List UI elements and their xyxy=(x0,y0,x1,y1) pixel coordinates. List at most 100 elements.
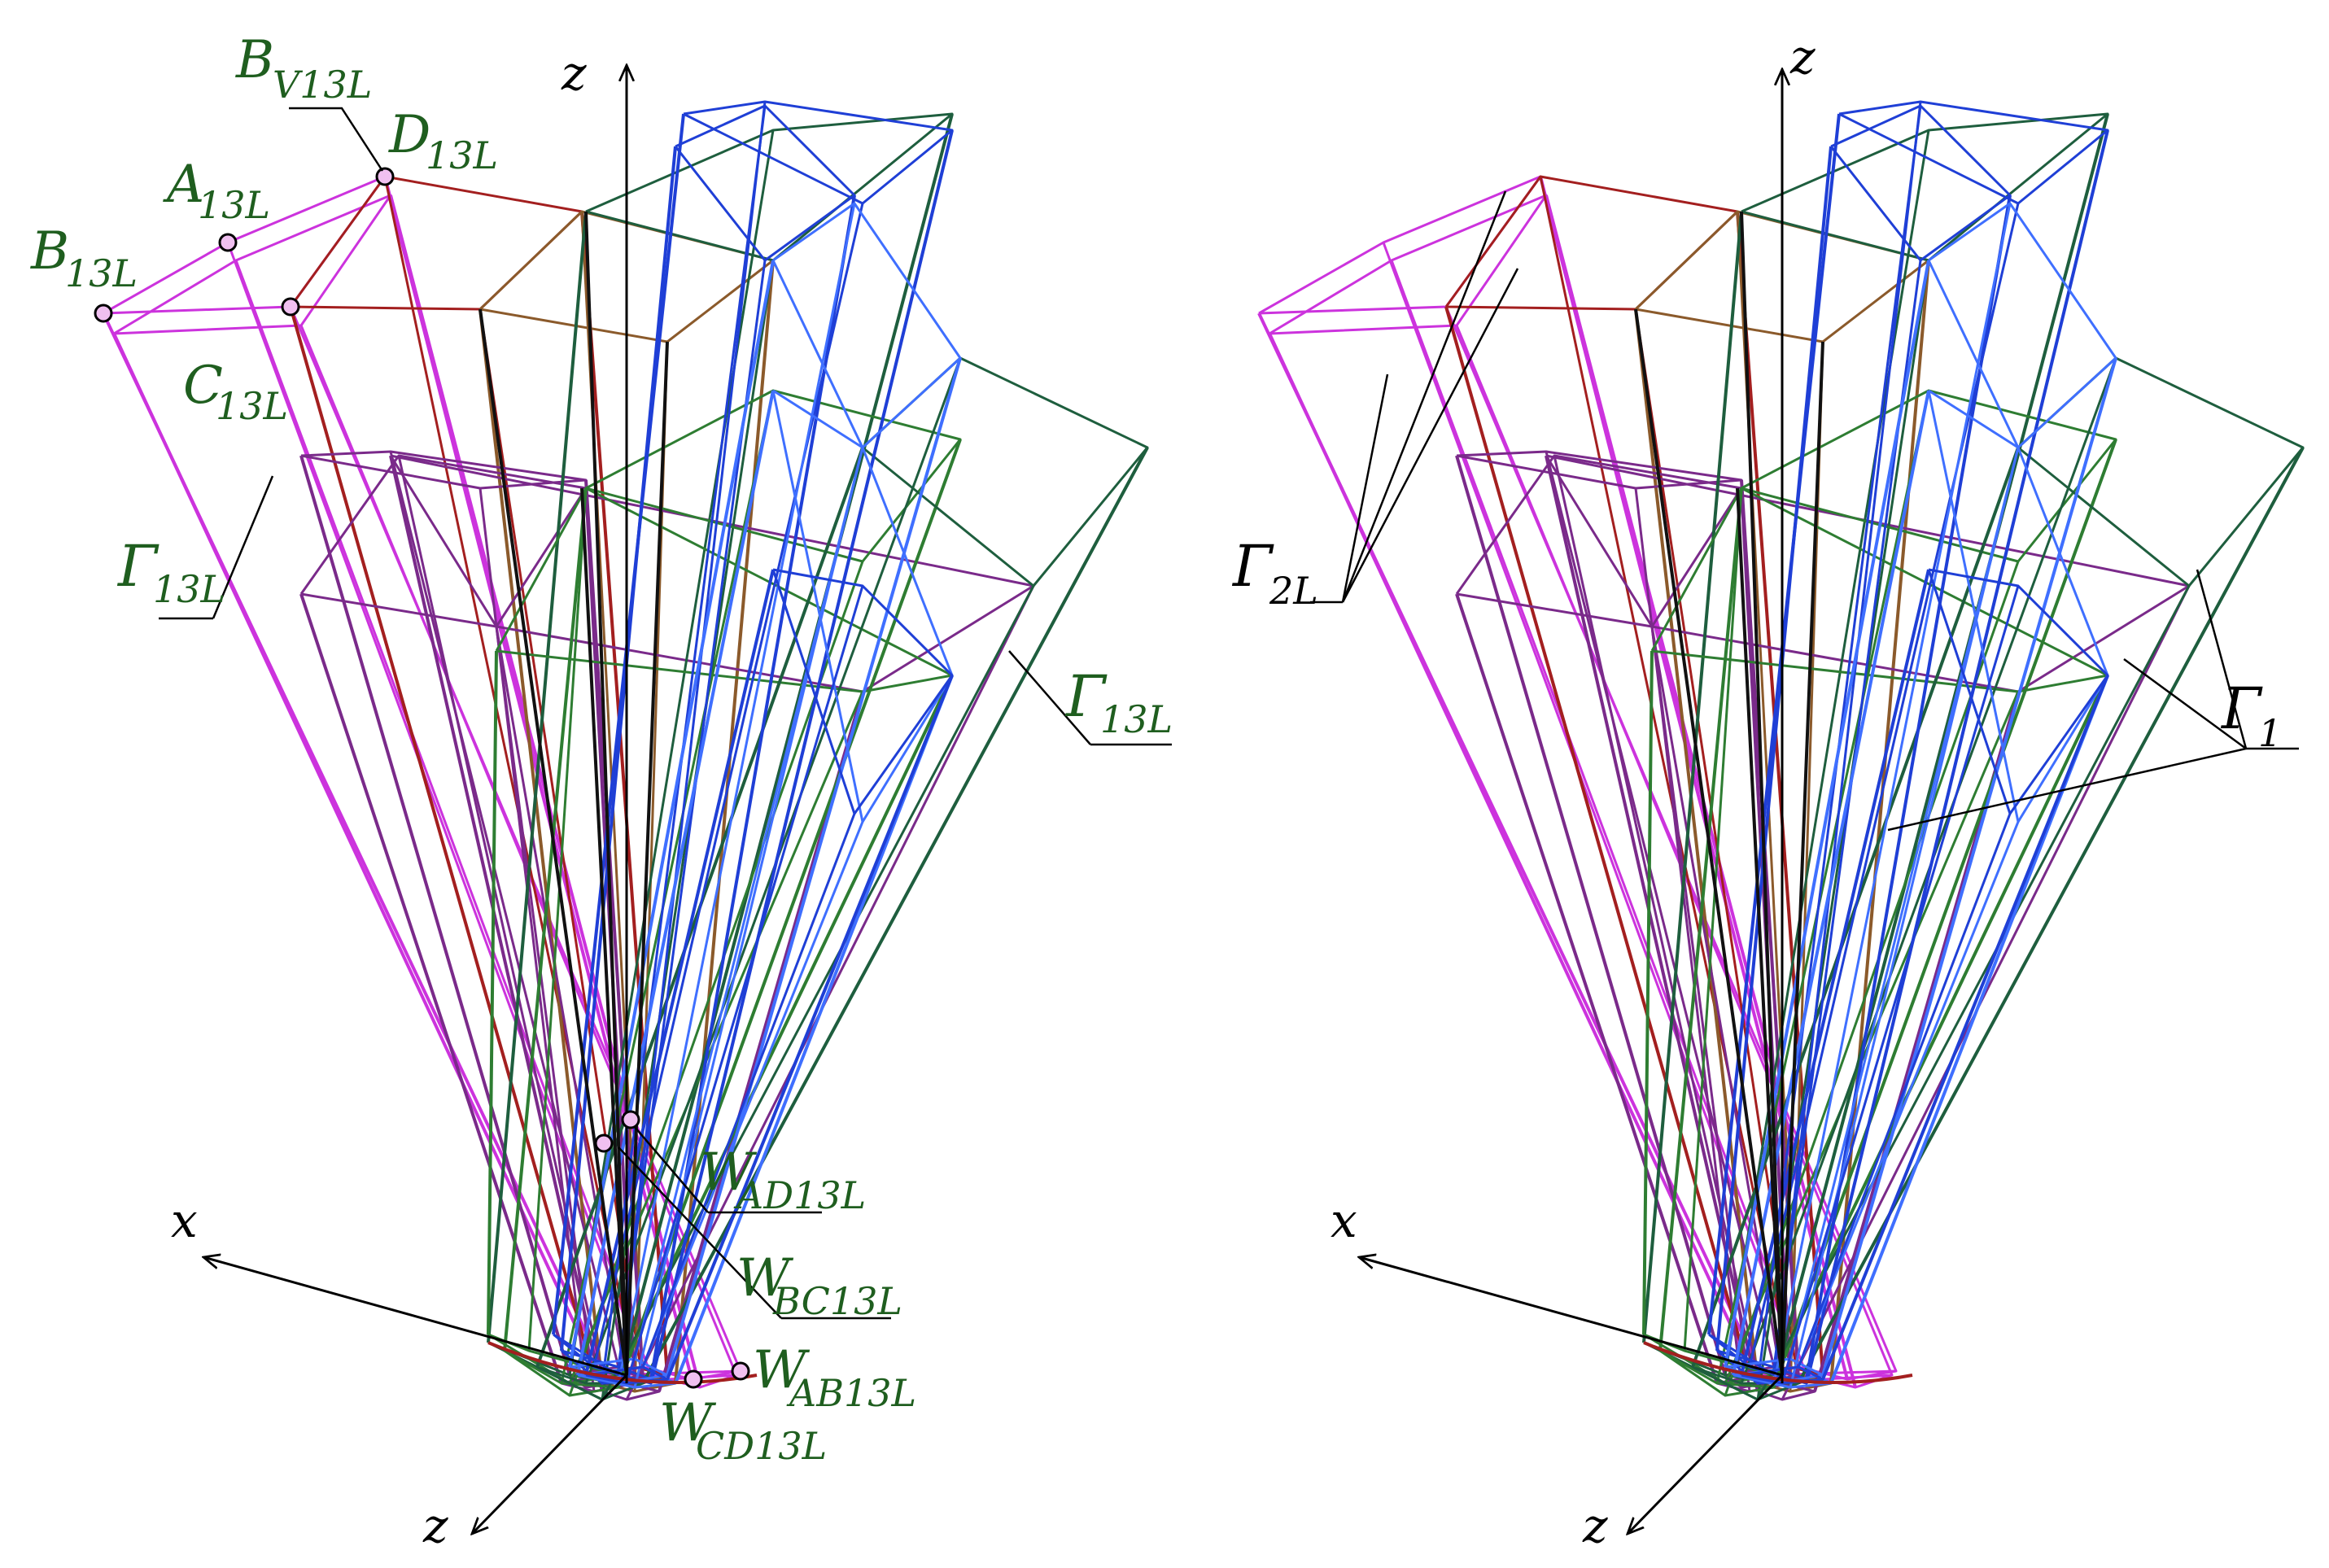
point-B xyxy=(94,304,113,323)
svg-text:1: 1 xyxy=(2258,711,2282,755)
left-points xyxy=(94,167,750,1389)
wire-ray xyxy=(397,455,604,1376)
right-z-down-label: z xyxy=(1582,1498,1608,1553)
wire-quad-top xyxy=(585,389,962,563)
svg-text:B: B xyxy=(30,221,69,282)
label-A: A 13L xyxy=(163,155,270,227)
wire-base-arc xyxy=(1643,1341,1913,1384)
wire-ray xyxy=(666,357,962,1376)
wire-ray xyxy=(1756,585,2191,1400)
wire-ray xyxy=(1642,211,1743,1343)
point-Wad xyxy=(621,1110,640,1129)
wire-ray xyxy=(389,455,604,1392)
label-G-right: Γ 13L xyxy=(1064,663,1173,741)
wire-ray xyxy=(527,487,588,1352)
wire-ray xyxy=(299,325,738,1376)
wire-ray xyxy=(299,593,563,1384)
wire-quad-top xyxy=(771,202,962,449)
wire-ray xyxy=(1455,593,1719,1384)
svg-text:2L: 2L xyxy=(1269,569,1318,613)
svg-text:13L: 13L xyxy=(426,133,498,177)
wire-quad-top xyxy=(1741,112,2109,262)
wire-ray xyxy=(1707,113,1841,1335)
point-D xyxy=(375,167,395,186)
left-axes xyxy=(203,65,627,1534)
left-figure: z x z B V13L xyxy=(30,30,1173,1553)
wire-ray xyxy=(1539,176,1792,1368)
svg-text:AD13L: AD13L xyxy=(733,1173,866,1217)
z-axis-down xyxy=(1628,1374,1784,1534)
wire-ray xyxy=(617,101,767,1376)
wire-ray xyxy=(674,260,775,1384)
wire-ray xyxy=(1650,626,1784,1384)
wire-ray xyxy=(560,146,677,1352)
svg-text:AB13L: AB13L xyxy=(786,1371,916,1415)
left-x-label: x xyxy=(171,1193,198,1248)
wire-ray xyxy=(1444,306,1751,1376)
wire-ray xyxy=(487,211,588,1343)
wire-ray xyxy=(1545,455,1759,1392)
wire-ray xyxy=(1772,101,1922,1376)
wire-ray xyxy=(649,129,954,1384)
point-Wbc xyxy=(594,1133,614,1153)
svg-text:BC13L: BC13L xyxy=(772,1279,902,1323)
wire-ray xyxy=(592,203,864,1368)
wire-ray xyxy=(1772,203,2012,1384)
svg-text:13L: 13L xyxy=(216,384,288,428)
point-Wab xyxy=(731,1361,750,1381)
wire-ray xyxy=(617,203,856,1384)
label-D: D 13L xyxy=(388,105,498,177)
svg-text:B: B xyxy=(235,30,274,90)
wire-ray xyxy=(289,306,742,1372)
wire-ray xyxy=(552,113,685,1335)
wire-ray xyxy=(1382,242,1800,1368)
svg-text:13L: 13L xyxy=(65,251,138,295)
wire-ray xyxy=(383,176,636,1368)
wire-ray xyxy=(1797,813,2012,1368)
wire-ray xyxy=(617,675,954,1376)
wire-ray xyxy=(495,626,628,1384)
wire-base-arc xyxy=(487,1341,758,1384)
wire-ray xyxy=(1455,325,1894,1376)
wire-ray-dark xyxy=(1740,211,1784,1376)
svg-text:V13L: V13L xyxy=(273,63,372,107)
wire-ray xyxy=(625,585,1035,1400)
label-Wad: W AD13L xyxy=(700,1142,866,1217)
svg-text:W: W xyxy=(736,1248,794,1308)
wire-ray xyxy=(299,455,571,1376)
right-wireframe xyxy=(1257,100,2305,1401)
svg-text:13L: 13L xyxy=(198,183,270,227)
wire-ray xyxy=(226,242,645,1368)
wire-quad-top xyxy=(1258,175,1542,315)
wire-ray xyxy=(1634,308,1759,1384)
wire-ray xyxy=(1455,455,1727,1376)
wire-ray-dark xyxy=(1634,308,1784,1376)
wire-ray xyxy=(666,675,954,1380)
wire-ray xyxy=(1724,260,1930,1368)
wire-ray xyxy=(1545,451,1776,1368)
wire-ray xyxy=(1683,487,1743,1352)
label-G-left: Γ 13L xyxy=(116,533,225,611)
wire-ray xyxy=(625,585,864,1384)
svg-text:Γ: Γ xyxy=(2220,675,2263,742)
wire-ray xyxy=(503,487,588,1352)
wire-ray xyxy=(1736,211,1824,1376)
wire-quad-top xyxy=(289,175,583,311)
wire-ray xyxy=(1740,569,1930,1376)
wire-ray xyxy=(576,390,775,1376)
wire-ray xyxy=(1772,113,2109,1384)
label-Wcd: W CD13L xyxy=(659,1393,827,1468)
right-z-up-label: z xyxy=(1789,29,1816,85)
wire-ray-dark xyxy=(584,211,628,1376)
svg-text:W: W xyxy=(753,1340,811,1400)
svg-text:Γ: Γ xyxy=(1064,663,1108,730)
label-Bv: B V13L xyxy=(235,30,372,107)
wire-ray xyxy=(487,650,498,1335)
label-G1: Γ 1 xyxy=(2220,675,2282,755)
wire-ray-dark xyxy=(478,308,628,1376)
x-axis xyxy=(1359,1257,1783,1377)
svg-text:C: C xyxy=(183,356,223,416)
left-z-up-label: z xyxy=(561,46,587,101)
wire-ray xyxy=(289,306,596,1376)
label-Wab: W AB13L xyxy=(753,1340,916,1415)
